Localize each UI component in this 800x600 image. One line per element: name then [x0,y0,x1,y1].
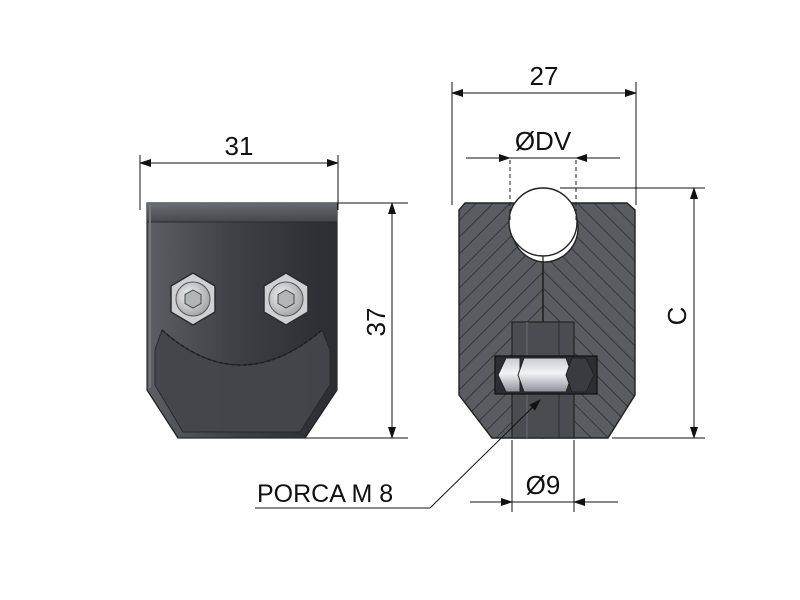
dimension-side-width: 27 [451,61,637,205]
front-view [146,202,338,439]
section-bore [508,187,578,257]
dimension-label-height: 37 [361,308,391,337]
dimension-label-front-width: 31 [225,131,254,161]
dimension-label-side-width: 27 [530,61,559,91]
dimension-label-center-height: C [662,307,692,326]
dimension-label-bore-diameter: ØDV [515,126,572,156]
dimension-bore-diameter: ØDV [466,126,620,162]
nut-label: PORCA M 8 [257,480,393,508]
dimension-front-width: 31 [139,131,339,210]
dimension-center-height: C [560,187,705,439]
front-bolt-left [170,272,216,326]
section-view [458,160,636,439]
section-nut [494,355,598,395]
dimension-hole-diameter: Ø9 [470,440,618,512]
dimension-height: 37 [305,202,408,439]
dimension-label-hole-diameter: Ø9 [526,470,561,500]
front-top-bevel [147,203,337,222]
nut-leader: PORCA M 8 [255,399,541,509]
front-bolt-right [263,272,309,326]
